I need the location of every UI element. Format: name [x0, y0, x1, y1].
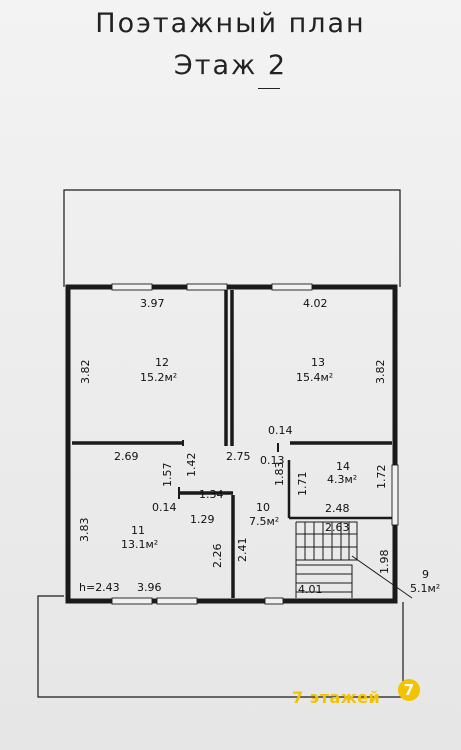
- dim-1-98: 1.98: [378, 550, 391, 575]
- window-bottom-mid: [156, 597, 198, 605]
- lower-annex-outline: [37, 595, 404, 698]
- dim-room12-height: 3.82: [79, 360, 92, 385]
- room-11-area: 13.1м²: [121, 538, 158, 551]
- room-11-number: 11: [131, 524, 145, 537]
- dim-1-72: 1.72: [375, 465, 388, 490]
- dim-2-41: 2.41: [236, 538, 249, 563]
- dim-1-29: 1.29: [190, 513, 215, 526]
- window-top-right: [271, 283, 313, 291]
- room-12-number: 12: [155, 356, 169, 369]
- dim-top-right: 4.02: [303, 297, 328, 310]
- dim-1-34: 1.34: [199, 488, 224, 501]
- window-bottom-right: [264, 597, 284, 605]
- room-10-number: 10: [256, 501, 270, 514]
- dim-room13-height: 3.82: [374, 360, 387, 385]
- room-12-area: 15.2м²: [140, 371, 177, 384]
- dim-3-96: 3.96: [137, 581, 162, 594]
- dim-2-26: 2.26: [211, 544, 224, 569]
- dim-4-01: 4.01: [298, 583, 323, 596]
- window-top-center: [186, 283, 228, 291]
- room-14-area: 4.3м²: [327, 473, 357, 486]
- floor-number-underline: [258, 88, 280, 89]
- dim-0-14-top: 0.14: [268, 424, 293, 437]
- room-9-area: 5.1м²: [410, 582, 440, 595]
- dim-1-42: 1.42: [185, 453, 198, 478]
- window-right: [391, 464, 399, 526]
- dim-2-75: 2.75: [226, 450, 251, 463]
- dim-3-83: 3.83: [78, 518, 91, 543]
- dim-1-83: 1.83: [273, 462, 286, 487]
- dim-1-57: 1.57: [161, 463, 174, 488]
- dim-2-63: 2.63: [325, 521, 350, 534]
- watermark-logo-icon: 7: [398, 679, 420, 701]
- window-bottom-left: [111, 597, 153, 605]
- dim-2-48: 2.48: [325, 502, 350, 515]
- outer-wall: [65, 284, 398, 604]
- room-13-number: 13: [311, 356, 325, 369]
- window-top-left: [111, 283, 153, 291]
- room-14-number: 14: [336, 460, 350, 473]
- dim-2-69: 2.69: [114, 450, 139, 463]
- dim-0-14-mid: 0.14: [152, 501, 177, 514]
- upper-annex-outline: [63, 189, 401, 287]
- dim-0-13: 0.13: [260, 454, 285, 467]
- dim-top-left: 3.97: [140, 297, 165, 310]
- room-13-area: 15.4м²: [296, 371, 333, 384]
- room-9-number: 9: [422, 568, 429, 581]
- floor-label: Этаж 2: [173, 50, 288, 81]
- watermark-text: 7 этажей: [292, 688, 381, 707]
- plan-title: Поэтажный план: [95, 8, 366, 39]
- staircase: [295, 521, 358, 598]
- room-10-area: 7.5м²: [249, 515, 279, 528]
- ceiling-height: h=2.43: [79, 581, 120, 594]
- dim-1-71: 1.71: [296, 472, 309, 497]
- room-9-leader: [351, 555, 413, 599]
